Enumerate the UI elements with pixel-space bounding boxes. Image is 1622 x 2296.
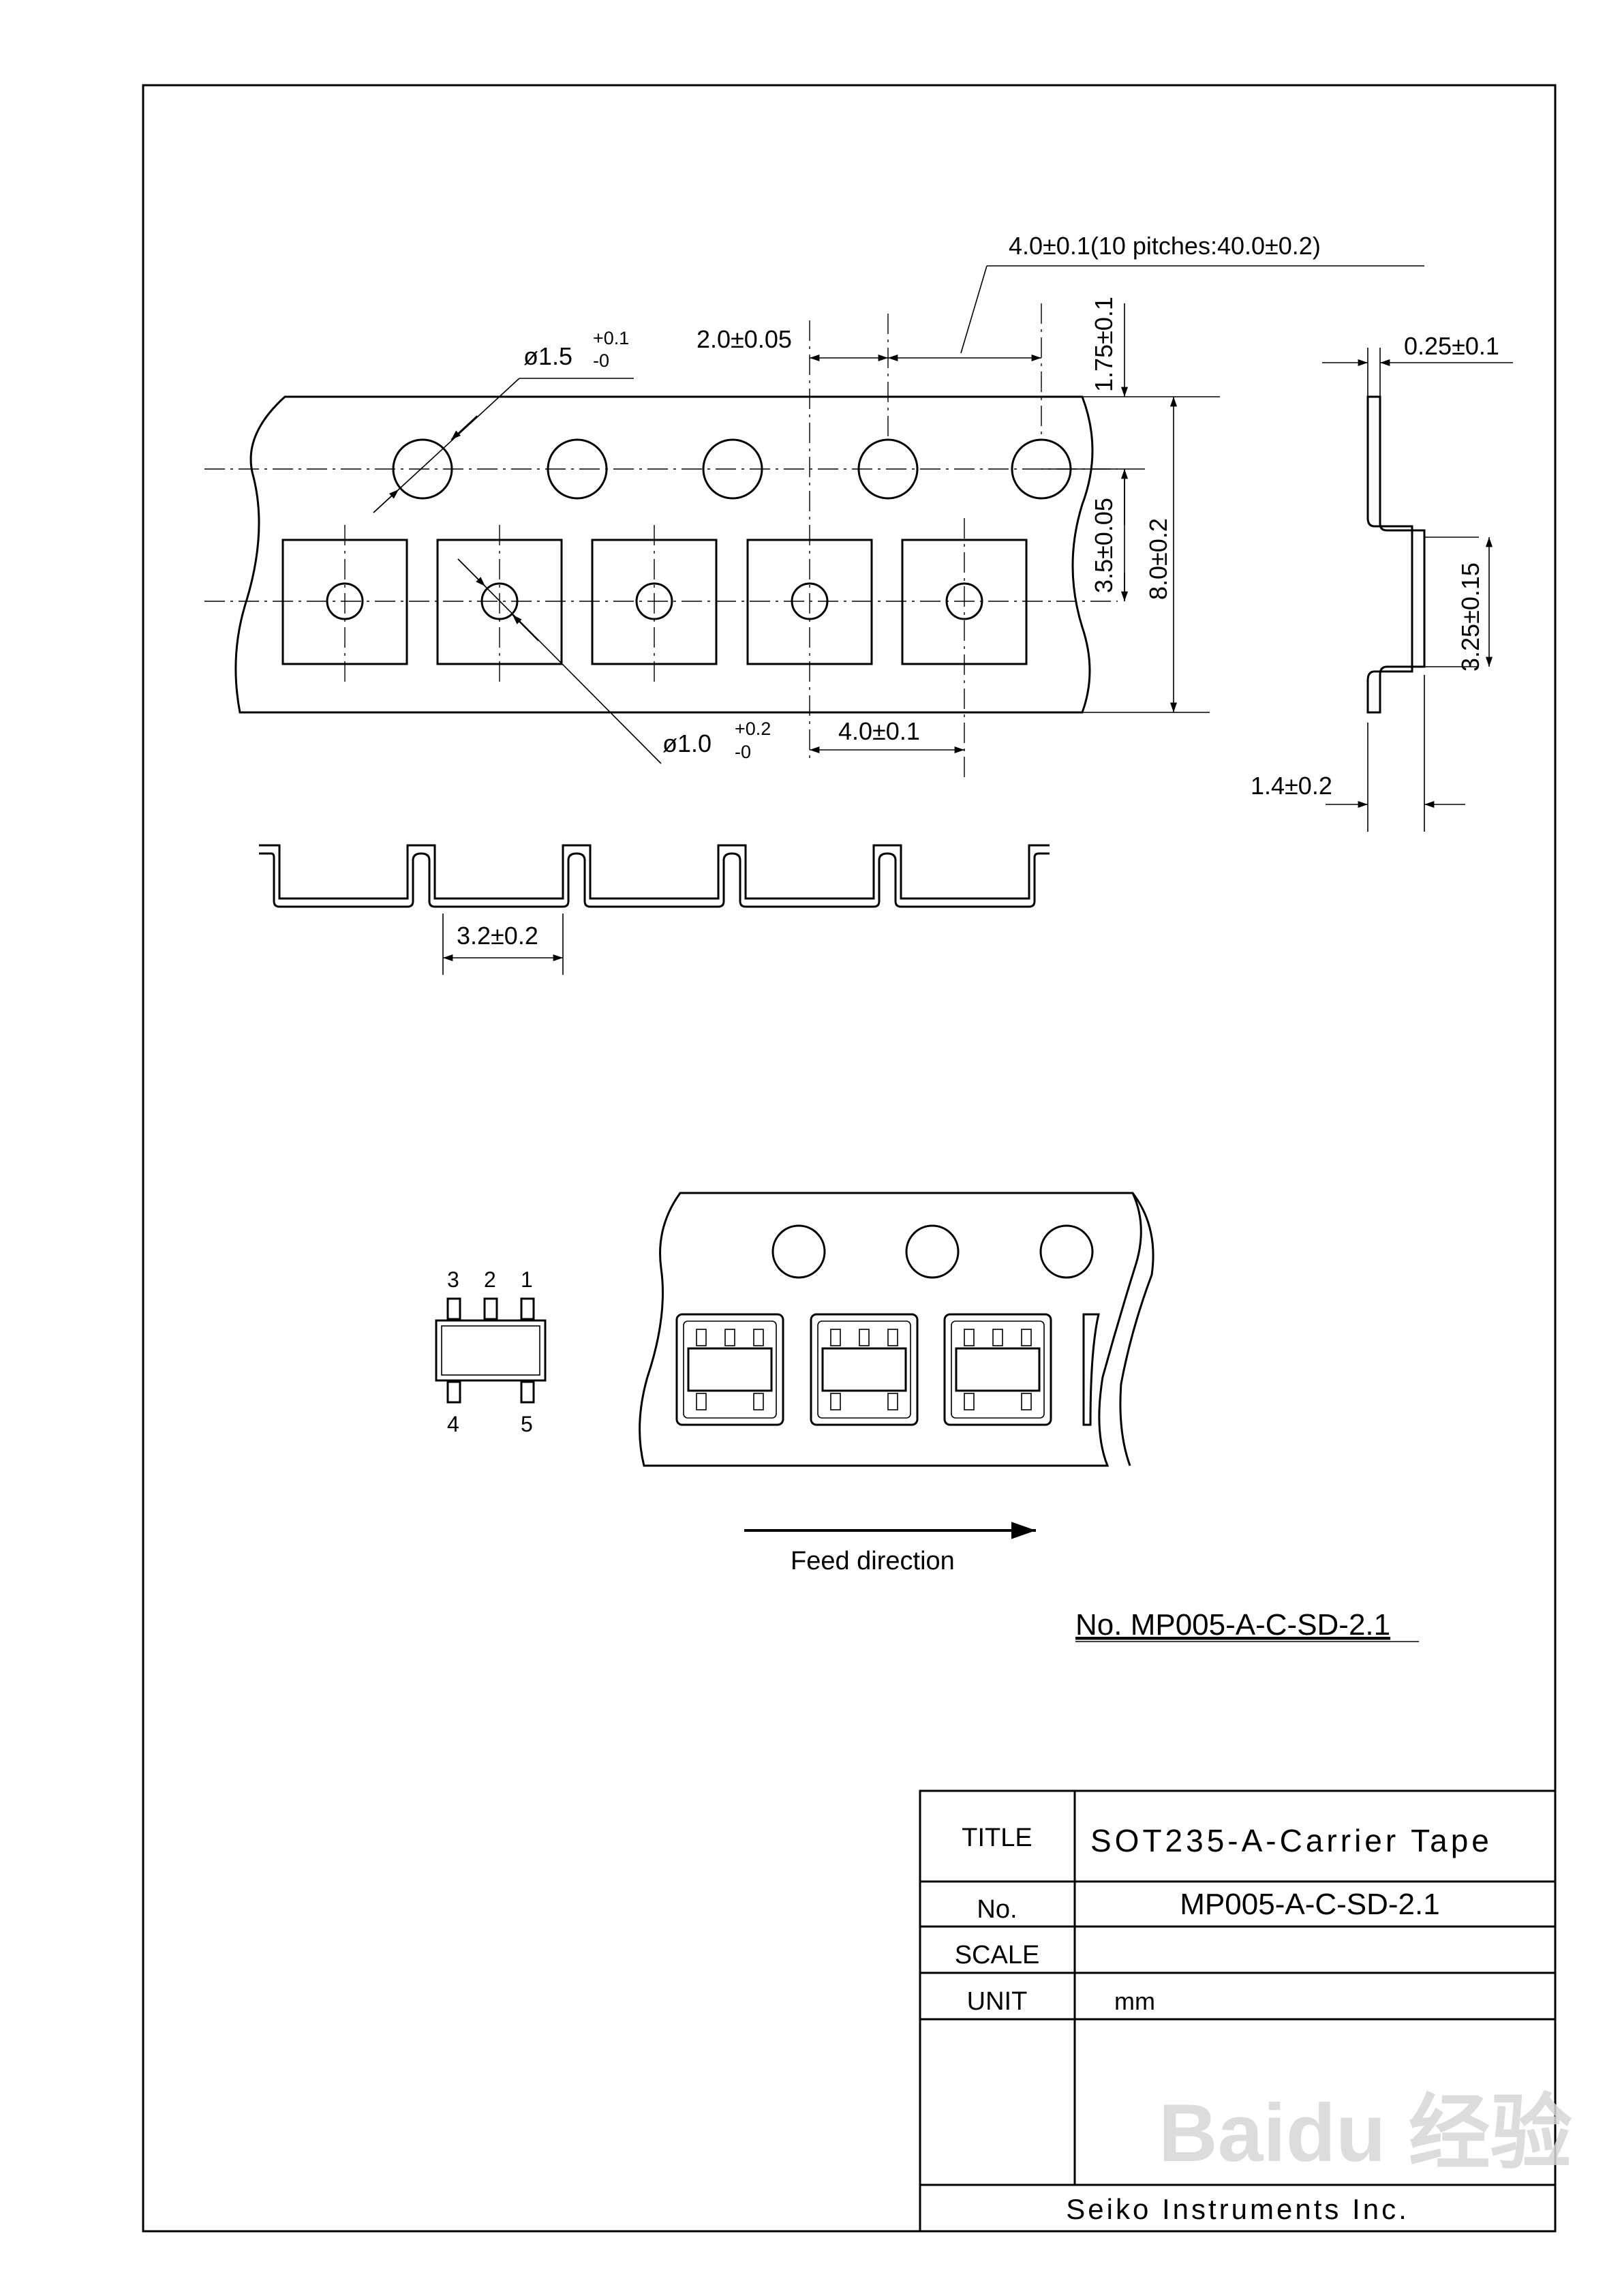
pocket-width-label: 3.2±0.2: [457, 922, 538, 950]
loaded-pocket: [810, 1313, 919, 1426]
sprocket-holes: [392, 438, 1072, 500]
sprocket-tol-plus: +0.1: [593, 328, 629, 348]
package-pin: [446, 1380, 461, 1404]
profile-bottom: [259, 844, 1050, 900]
title-block-frame: [919, 1789, 1557, 2233]
title-label: TITLE: [962, 1824, 1032, 1852]
depth-label: 3.25±0.15: [1456, 562, 1484, 671]
sprocket-hole: [392, 438, 453, 500]
package-sot23-5: 3 2 1 4 5: [435, 1267, 547, 1436]
height-label: 1.4±0.2: [1251, 772, 1332, 800]
unit-value: mm: [1114, 1987, 1155, 2015]
thickness-label: 0.25±0.1: [1404, 332, 1499, 360]
package-pin: [446, 1297, 461, 1320]
title-block: TITLE SOT235-A-Carrier Tape No. MP005-A-…: [919, 1789, 1557, 2233]
loaded-tape-view: Feed direction: [639, 1192, 1154, 1575]
loaded-pocket: [675, 1313, 784, 1426]
tape-side-section: 0.25±0.1 3.25±0.15 1.4±0.2: [1251, 332, 1513, 832]
sprocket-dia-arrow: [450, 415, 478, 440]
pin-label-1: 1: [521, 1267, 533, 1292]
pocket-hole-tol-plus: +0.2: [735, 719, 771, 739]
package-body: [435, 1319, 547, 1382]
pitch-leader: [960, 265, 988, 354]
pocket-hole-arrow: [512, 614, 539, 641]
edge-to-hole-label: 1.75±0.1: [1090, 297, 1118, 392]
sprocket-hole: [857, 438, 919, 500]
sprocket-hole: [771, 1224, 826, 1279]
company-name: Seiko Instruments Inc.: [1066, 2193, 1409, 2225]
tape-top-view: 4.0±0.1(10 pitches:40.0±0.2) 2.0±0.05 ø1…: [204, 232, 1424, 777]
profile-inner: [259, 852, 1050, 908]
feed-direction-label: Feed direction: [791, 1547, 955, 1575]
hole-to-center-label: 3.5±0.05: [1090, 498, 1118, 593]
pockets: [281, 303, 1042, 777]
sprocket-hole: [1039, 1224, 1094, 1279]
package-body-inner: [441, 1325, 540, 1376]
sprocket-tol-minus: -0: [593, 350, 609, 371]
sheet-border: [142, 84, 1557, 2233]
loaded-tape-outline: [639, 1192, 1142, 1467]
package-pin: [520, 1297, 535, 1320]
scale-label: SCALE: [955, 1941, 1040, 1969]
pin-label-3: 3: [447, 1267, 459, 1292]
unit-label: UNIT: [967, 1987, 1028, 2016]
pocket-pitch-label: 4.0±0.1: [838, 717, 920, 745]
pin-label-2: 2: [484, 1267, 496, 1292]
no-label: No.: [977, 1895, 1017, 1924]
loaded-pocket: [943, 1313, 1052, 1426]
drawing-number: No. MP005-A-C-SD-2.1: [1075, 1608, 1390, 1642]
title-value: SOT235-A-Carrier Tape: [1090, 1823, 1493, 1858]
partial-pocket: [1082, 1313, 1100, 1426]
package-pin: [520, 1380, 535, 1404]
pocket-hole-leader: [457, 558, 662, 764]
sprocket-hole: [905, 1224, 960, 1279]
sprocket-dia-label: ø1.5: [523, 342, 572, 370]
pocket-hole-arrow: [457, 558, 486, 587]
sprocket-hole: [547, 438, 608, 500]
hole-to-pocket-label: 2.0±0.05: [697, 325, 792, 353]
pocket-hole-label: ø1.0: [662, 729, 711, 757]
tape-width-label: 8.0±0.2: [1144, 518, 1172, 600]
pocket-hole-tol-minus: -0: [735, 742, 751, 762]
no-value: MP005-A-C-SD-2.1: [1180, 1888, 1439, 1921]
pocket-hole: [945, 582, 983, 620]
tape-break-line: [1119, 1192, 1154, 1466]
sprocket-dia-arrow: [373, 489, 399, 513]
sprocket-hole: [1011, 438, 1072, 500]
package-pin: [483, 1297, 498, 1320]
sprocket-hole: [702, 438, 763, 500]
tape-profile: 3.2±0.2: [259, 844, 1050, 975]
pin-label-4: 4: [447, 1412, 459, 1436]
pitch-total-label: 4.0±0.1(10 pitches:40.0±0.2): [1009, 232, 1321, 260]
pin-label-5: 5: [521, 1412, 533, 1436]
watermark: Baidu 经验: [1159, 2087, 1572, 2179]
section-outline: [1366, 395, 1426, 714]
